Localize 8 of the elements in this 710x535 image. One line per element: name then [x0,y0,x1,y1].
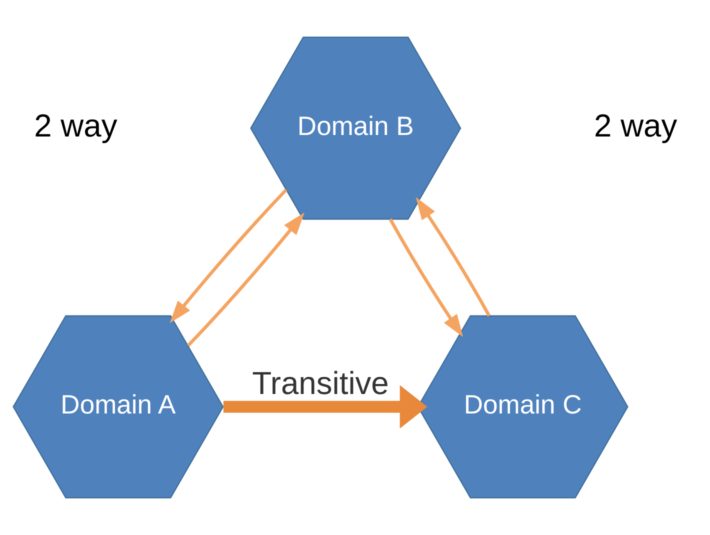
arrow [416,197,491,317]
arrow [186,212,304,347]
arrow [170,188,288,324]
edge-label: Transitive [252,364,389,401]
label: 2 way [34,107,118,144]
label: 2 way [594,107,678,144]
arrow [388,218,463,338]
arrow [223,385,428,429]
